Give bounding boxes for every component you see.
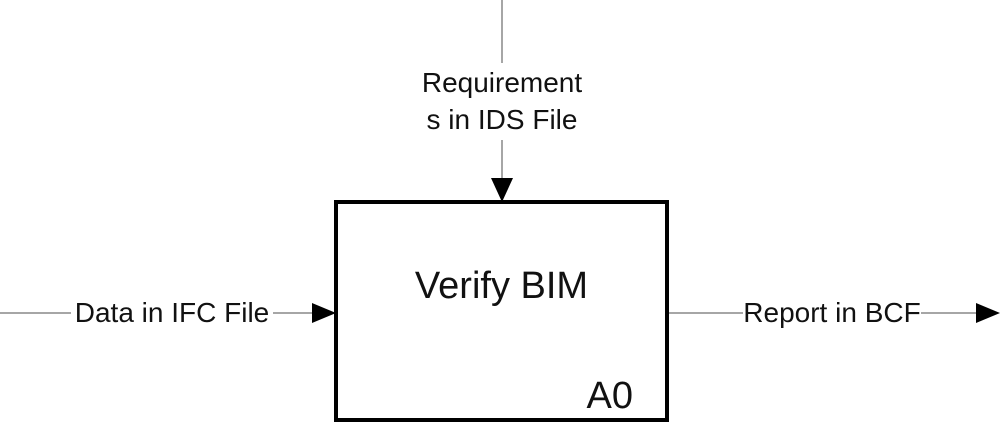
- output-arrowhead-right-icon: [976, 303, 1000, 323]
- function-box-node-id: A0: [586, 375, 633, 417]
- control-arrow-line-upper: [501, 0, 503, 63]
- output-arrow-label: Report in BCF: [743, 294, 921, 331]
- function-box: Verify BIM A0: [334, 200, 669, 422]
- control-arrowhead-down-icon: [491, 178, 513, 202]
- control-arrow-label: Requirement s in IDS File: [392, 64, 612, 138]
- input-arrowhead-right-icon: [312, 303, 336, 323]
- control-arrow-line-lower: [501, 140, 503, 180]
- function-box-title: Verify BIM: [414, 265, 589, 307]
- input-arrow-label: Data in IFC File: [71, 294, 273, 331]
